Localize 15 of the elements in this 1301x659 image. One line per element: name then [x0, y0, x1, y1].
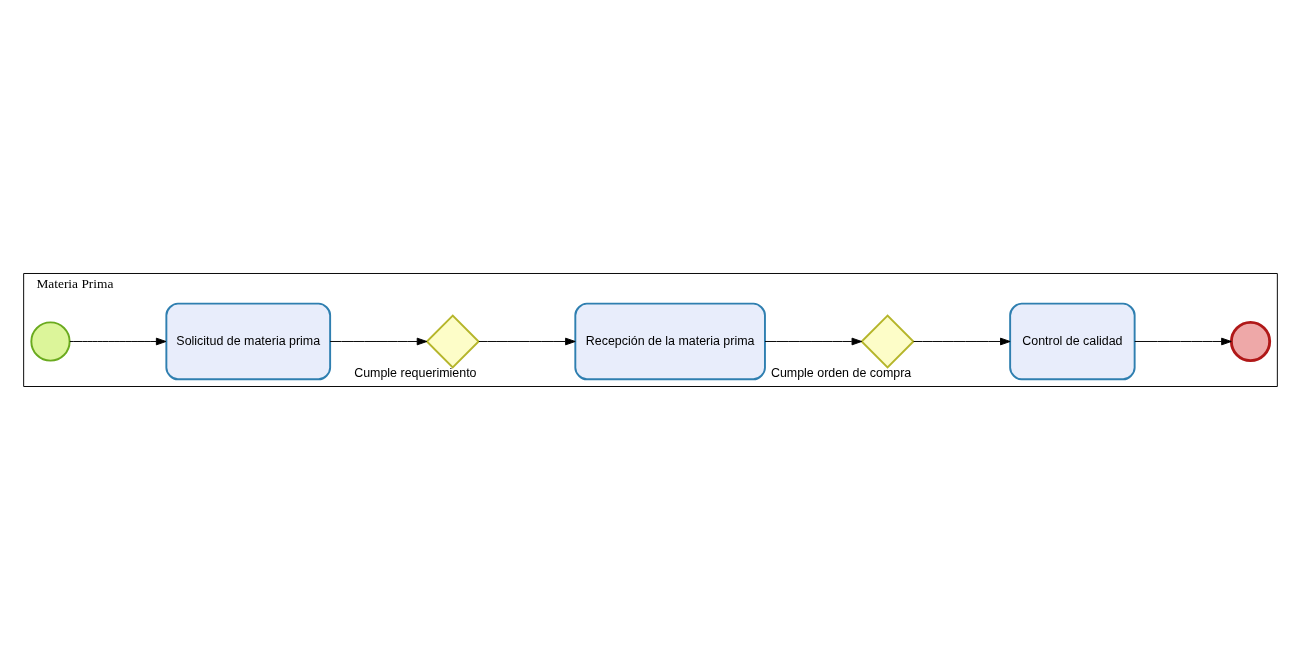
node-circle [1229, 320, 1272, 362]
node-label: Cumple orden de compra [770, 365, 912, 380]
arrow [764, 337, 863, 345]
node-label: Cumple requerimiento [354, 365, 477, 380]
node-box: Solicitud de materia prima [165, 302, 332, 380]
arrow [1134, 337, 1232, 345]
arrow [478, 337, 576, 345]
node-diamond [860, 313, 915, 369]
arrow [329, 337, 428, 345]
node-diamond [425, 313, 480, 369]
node-box: Recepción de la materia prima [574, 302, 766, 380]
node-box: Control de calidad [1009, 302, 1136, 380]
node-circle [30, 320, 71, 362]
arrow [69, 337, 167, 345]
arrow [913, 337, 1011, 345]
